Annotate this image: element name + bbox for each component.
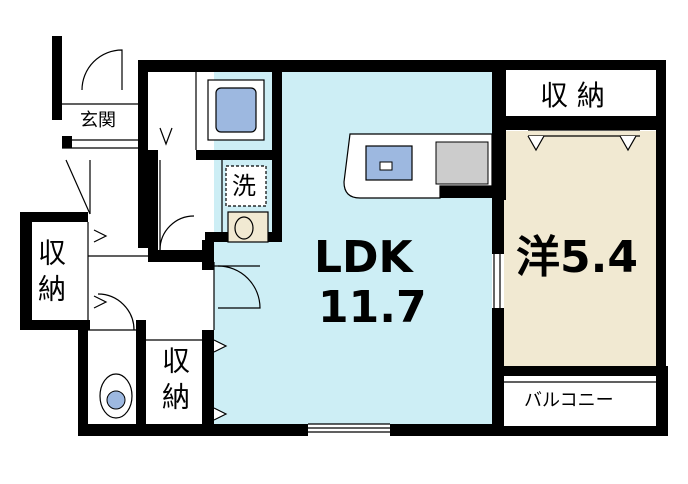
closet-door-marks (93, 127, 637, 421)
wash-basin-bowl (234, 216, 254, 240)
kitchen-faucet (379, 161, 393, 171)
ldk-floor-extension (283, 72, 492, 132)
genkan-label: 玄関 (80, 110, 116, 131)
doors (81, 49, 261, 331)
toilet-bowl (106, 390, 126, 410)
western-room-floor (504, 131, 656, 367)
storage-lower-label: 収納 (158, 346, 191, 418)
walls (20, 36, 668, 436)
western-room-label: 洋5.4 (516, 232, 638, 283)
ldk-size-label: 11.7 (318, 282, 427, 333)
storage-left-label: 収納 (34, 238, 67, 310)
interior-lines (62, 70, 656, 433)
wash-label: 洗 (232, 172, 256, 200)
kitchen-stove (435, 141, 489, 185)
washing-machine-space (225, 165, 267, 207)
storage-top-right-label: 収 納 (540, 79, 605, 112)
balcony-label: バルコニー (524, 390, 614, 411)
bathtub-basin (215, 87, 257, 133)
ldk-label: LDK (314, 232, 413, 283)
